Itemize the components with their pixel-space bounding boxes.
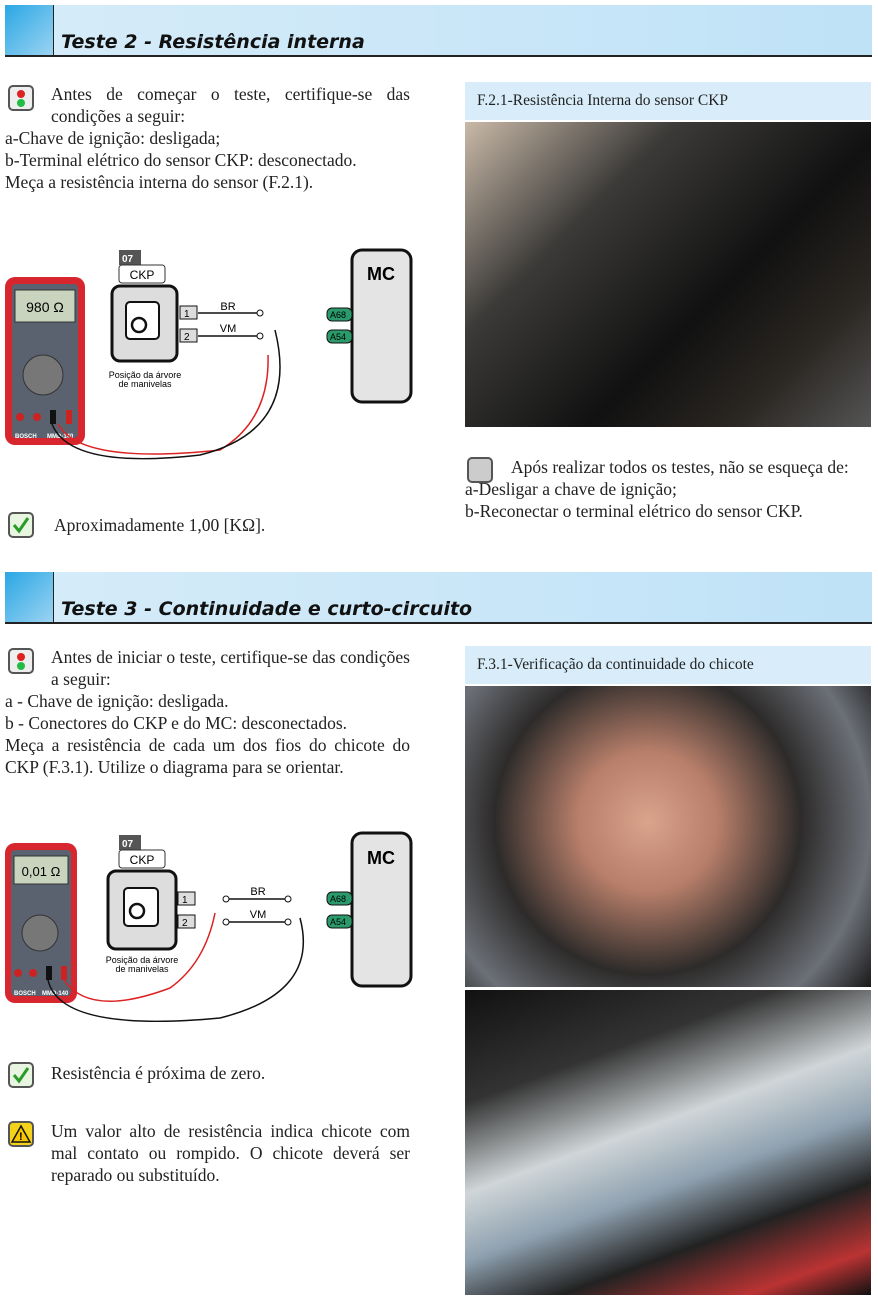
list-item: b - Conectores do CKP e do MC: desconect… — [5, 713, 348, 733]
photo-ecu-connector — [465, 990, 871, 1295]
svg-text:BR: BR — [250, 886, 265, 898]
svg-text:MC: MC — [367, 848, 395, 868]
svg-text:CKP: CKP — [130, 268, 155, 282]
section-header: Teste 3 - Continuidade e curto-circuito — [5, 572, 872, 624]
section2-text: Antes de começar o teste, certifique-se … — [5, 83, 410, 193]
svg-text:Posição da árvore: Posição da árvore — [109, 370, 182, 380]
svg-text:de manivelas: de manivelas — [118, 379, 172, 389]
list-item: b-Terminal elétrico do sensor CKP: desco… — [5, 150, 357, 170]
svg-text:MC: MC — [367, 264, 395, 284]
svg-text:Posição da árvore: Posição da árvore — [106, 955, 179, 965]
section-title: Teste 2 - Resistência interna — [61, 31, 365, 53]
photo-harness-continuity — [465, 686, 871, 987]
wiring-diagram: 980 Ω BOSCH MMD-140 07 CKP Posição da ár… — [5, 248, 413, 460]
svg-text:BR: BR — [220, 301, 235, 313]
svg-text:07: 07 — [122, 254, 134, 265]
meter-reading: 980 Ω — [26, 299, 64, 315]
meter-reading: 0,01 Ω — [22, 864, 61, 879]
checklist-icon — [467, 457, 493, 483]
warning-message: Um valor alto de resistência indica chic… — [51, 1121, 410, 1185]
list-item: a-Desligar a chave de ignição; — [465, 479, 677, 499]
wiring-diagram: 0,01 Ω BOSCH MMD-140 07 CKP Posição da á… — [5, 831, 413, 1023]
figure-caption: F.3.1-Verificação da continuidade do chi… — [465, 646, 871, 684]
svg-text:BOSCH: BOSCH — [15, 434, 37, 440]
intro-text: Antes de começar o teste, certifique-se … — [51, 84, 410, 126]
result-text: Aproximadamente 1,00 [KΩ]. — [54, 515, 266, 535]
check-icon — [8, 1062, 34, 1088]
svg-text:VM: VM — [250, 909, 267, 921]
svg-text:de manivelas: de manivelas — [115, 964, 169, 974]
instruction-text: Meça a resistência interna do sensor (F.… — [5, 172, 314, 192]
svg-text:1: 1 — [182, 895, 188, 906]
svg-text:A54: A54 — [330, 332, 346, 342]
svg-text:2: 2 — [182, 918, 188, 929]
svg-text:A54: A54 — [330, 917, 346, 927]
check-icon — [8, 512, 34, 538]
photo-ckp-sensor — [465, 122, 871, 427]
warning-icon: ! — [8, 1121, 34, 1147]
svg-text:2: 2 — [184, 332, 190, 343]
svg-text:VM: VM — [220, 323, 237, 335]
warning-text: Um valor alto de resistência indica chic… — [5, 1120, 410, 1186]
result-text: Resistência é próxima de zero. — [51, 1063, 266, 1083]
svg-text:!: ! — [19, 1131, 23, 1143]
instruction-text: Meça a resistência de cada um dos fios d… — [5, 735, 410, 777]
list-item: a-Chave de ignição: desligada; — [5, 128, 221, 148]
after-test-note: Após realizar todos os testes, não se es… — [465, 456, 871, 522]
svg-text:A68: A68 — [330, 894, 346, 904]
intro-text: Antes de iniciar o teste, certifique-se … — [51, 647, 410, 689]
svg-text:07: 07 — [122, 839, 134, 850]
svg-text:CKP: CKP — [130, 853, 155, 867]
list-item: b-Reconectar o terminal elétrico do sens… — [465, 501, 803, 521]
figure-caption: F.2.1-Resistência Interna do sensor CKP — [465, 82, 871, 120]
traffic-light-icon — [8, 85, 34, 111]
svg-text:A68: A68 — [330, 310, 346, 320]
svg-text:BOSCH: BOSCH — [14, 991, 36, 997]
svg-text:1: 1 — [184, 309, 190, 320]
section-title: Teste 3 - Continuidade e curto-circuito — [61, 598, 473, 620]
traffic-light-icon — [8, 648, 34, 674]
section-header: Teste 2 - Resistência interna — [5, 5, 872, 57]
list-item: a - Chave de ignição: desligada. — [5, 691, 229, 711]
note-text: Após realizar todos os testes, não se es… — [511, 457, 849, 477]
section3-text: Antes de iniciar o teste, certifique-se … — [5, 646, 410, 778]
